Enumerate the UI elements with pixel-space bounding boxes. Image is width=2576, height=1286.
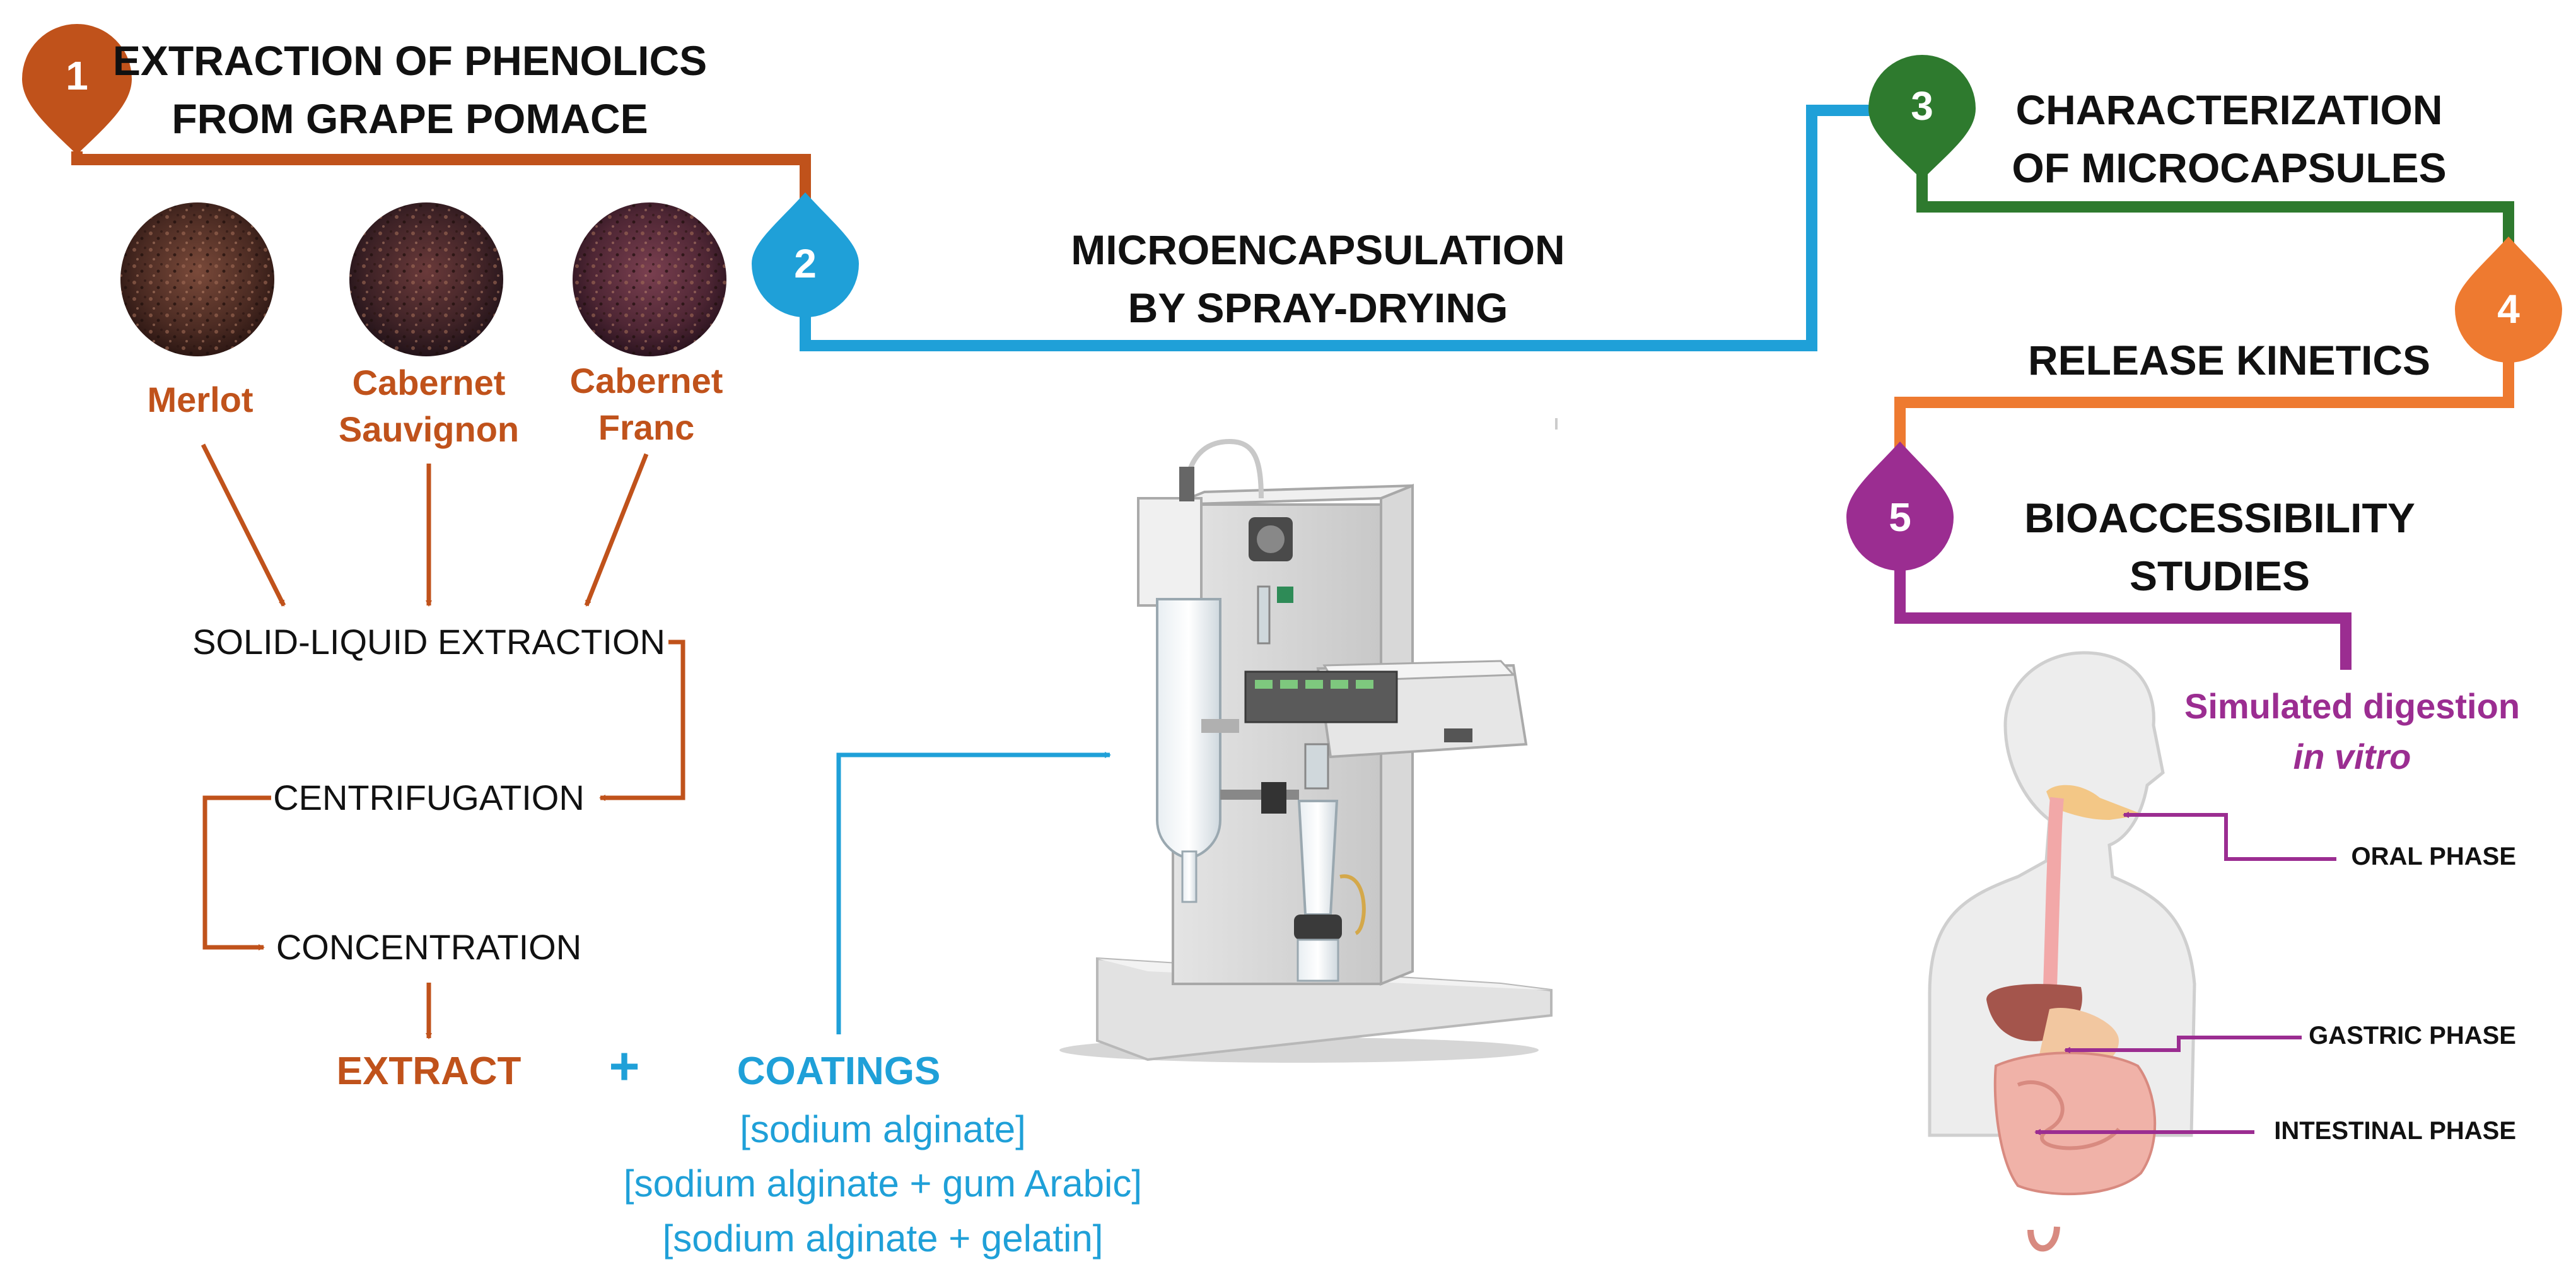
- coating-item-3: [sodium alginate + gelatin]: [662, 1217, 1104, 1260]
- coating-item-1: [sodium alginate]: [740, 1108, 1026, 1150]
- step-4-title: RELEASE KINETICS: [1955, 331, 2503, 389]
- variety-cabernet-franc-line-1: Cabernet: [569, 361, 723, 400]
- step-4-title-line-1: RELEASE KINETICS: [2027, 337, 2431, 383]
- step-5-title-line-1: BIOACCESSIBILITY: [2024, 494, 2415, 541]
- timeline-line-3-4: [1916, 167, 2514, 265]
- step-2-marker: [751, 192, 859, 318]
- step-3-number: 3: [1911, 83, 1933, 129]
- arrow-gastric-phase: [2064, 1036, 2302, 1053]
- variety-cabernet-sauvignon: Cabernet Sauvignon: [315, 359, 542, 453]
- digestion-label-line-1: Simulated digestion: [2184, 686, 2521, 726]
- step-4-number: 4: [2497, 286, 2520, 332]
- arrow-cabernet-franc: [584, 453, 649, 607]
- step-3-title: CHARACTERIZATION OF MICROCAPSULES: [1955, 81, 2503, 197]
- plus-sign: +: [609, 1036, 640, 1096]
- variety-cabernet-franc-line-2: Franc: [598, 407, 695, 447]
- step-3-title-line-2: OF MICROCAPSULES: [2012, 144, 2447, 191]
- process-centrifugation: CENTRIFUGATION: [273, 778, 585, 817]
- pomace-merlot-image: [120, 202, 274, 356]
- arrow-to-spray-dryer: [836, 752, 1111, 1034]
- step-1-title: EXTRACTION OF PHENOLICS FROM GRAPE POMAC…: [101, 32, 719, 148]
- step-1-title-line-2: FROM GRAPE POMACE: [172, 95, 648, 142]
- variety-cabernet-franc: Cabernet Franc: [539, 358, 754, 451]
- step-2-title-line-2: BY SPRAY-DRYING: [1128, 284, 1508, 331]
- step-4-marker: [2455, 237, 2562, 363]
- coatings-title: COATINGS: [737, 1049, 941, 1093]
- digestion-label: Simulated digestion in vitro: [2138, 681, 2567, 782]
- step-2-number: 2: [794, 241, 817, 286]
- step-1-number: 1: [66, 53, 88, 98]
- step-2-title-line-1: MICROENCAPSULATION: [1071, 226, 1565, 273]
- oral-phase-label: ORAL PHASE: [2351, 843, 2516, 870]
- step-5-title-line-2: STUDIES: [2129, 552, 2311, 599]
- variety-cabernet-sauvignon-line-2: Sauvignon: [338, 409, 520, 449]
- step-5-marker: [1846, 441, 1954, 571]
- step-1-title-line-1: EXTRACTION OF PHENOLICS: [112, 37, 708, 84]
- pomace-cabernet-franc-image: [573, 202, 726, 356]
- pomace-cabernet-sauvignon-image: [349, 202, 503, 356]
- variety-merlot-label: Merlot: [147, 380, 254, 419]
- timeline-line-2-3: [800, 105, 1922, 351]
- timeline-line-5-end: [1894, 549, 2352, 670]
- human-digestive-illustration: [1928, 651, 2196, 1252]
- digestion-label-line-2: in vitro: [2293, 737, 2411, 776]
- variety-cabernet-sauvignon-line-1: Cabernet: [352, 363, 506, 402]
- arrow-to-concentration: [202, 795, 271, 950]
- step-2-title: MICROENCAPSULATION BY SPRAY-DRYING: [1003, 221, 1633, 337]
- intestinal-phase-label: INTESTINAL PHASE: [2274, 1117, 2516, 1145]
- step-5-title: BIOACCESSIBILITY STUDIES: [1955, 489, 2485, 605]
- step-3-marker: [1868, 55, 1976, 180]
- spray-dryer-illustration: [1059, 438, 1553, 1063]
- variety-merlot: Merlot: [95, 377, 306, 423]
- gastric-phase-label: GASTRIC PHASE: [2309, 1022, 2516, 1049]
- timeline-line-4-5: [1894, 337, 2514, 457]
- arrow-to-centrifugation: [599, 640, 685, 801]
- step-1-marker: [22, 24, 132, 155]
- process-solid-liquid-extraction: SOLID-LIQUID EXTRACTION: [192, 622, 665, 662]
- process-concentration: CONCENTRATION: [276, 927, 582, 967]
- process-extract: EXTRACT: [336, 1049, 522, 1093]
- arrow-merlot: [201, 443, 286, 607]
- coating-item-2: [sodium alginate + gum Arabic]: [623, 1162, 1143, 1205]
- arrow-oral-phase: [2123, 812, 2336, 861]
- step-3-title-line-1: CHARACTERIZATION: [2015, 86, 2443, 133]
- step-5-number: 5: [1889, 494, 1911, 540]
- stray-mark: [1555, 418, 1558, 430]
